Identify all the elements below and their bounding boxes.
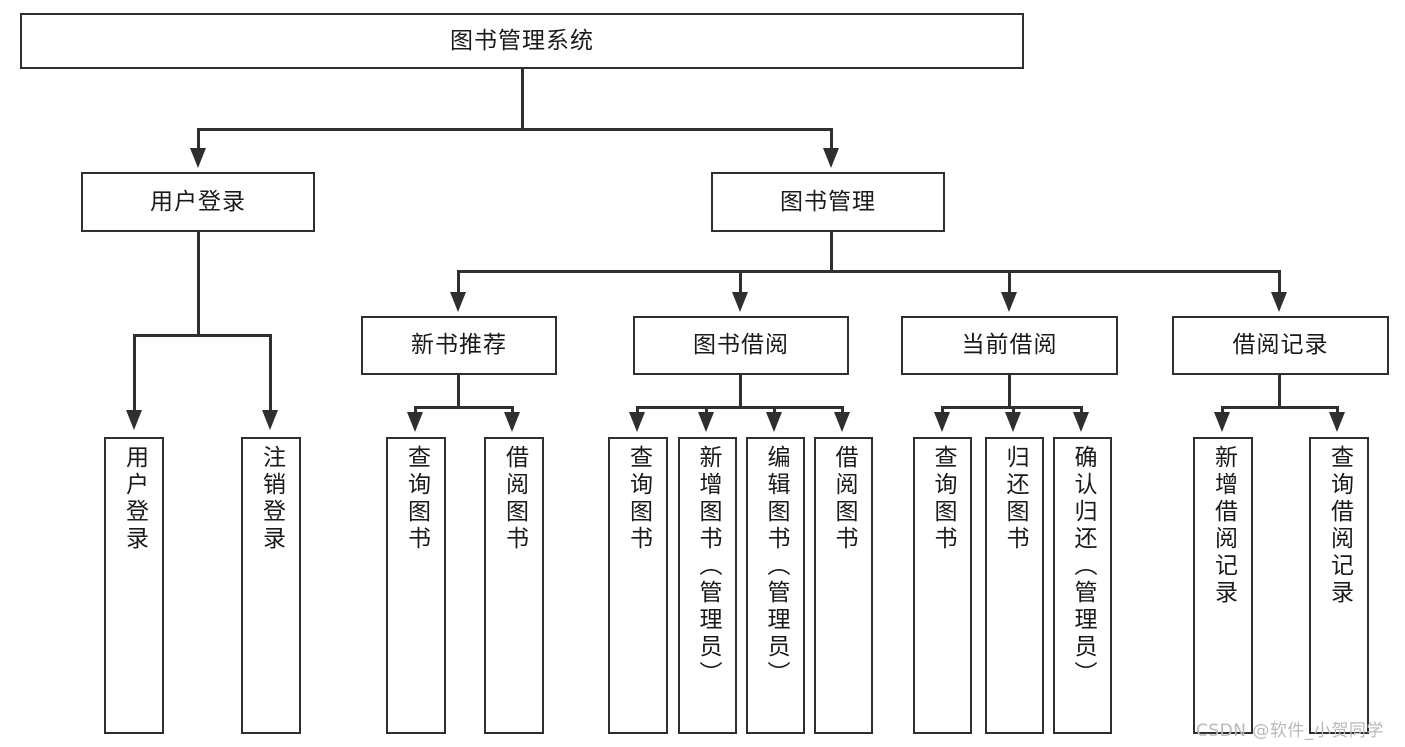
arrowhead-book-borrow: [732, 292, 748, 312]
leaf-borrow-book-recommend[interactable]: 借阅图书: [484, 437, 544, 734]
connector-user-login-stem: [197, 232, 200, 336]
arrowhead-leaf-add-borrow-record: [1214, 412, 1230, 432]
node-label: 图书借阅: [693, 332, 789, 359]
node-label: 当前借阅: [961, 332, 1058, 359]
arrowhead-leaf-add-book-admin: [698, 412, 714, 432]
leaf-borrow-book[interactable]: 借阅图书: [814, 437, 873, 734]
leaf-user-login[interactable]: 用户登录: [104, 437, 164, 734]
arrowhead-leaf-borrow-book-recommend: [504, 412, 520, 432]
arrowhead-leaf-borrow-book: [834, 412, 850, 432]
node-current-borrow[interactable]: 当前借阅: [901, 316, 1118, 375]
node-label: 归还图书: [1002, 445, 1028, 553]
arrowhead-leaf-confirm-return-admin: [1073, 412, 1089, 432]
connector-to-book-borrow: [739, 270, 742, 298]
connector-to-leaf-logout: [269, 334, 272, 417]
node-new-book-recommend[interactable]: 新书推荐: [361, 316, 557, 375]
leaf-query-book-current[interactable]: 查询图书: [913, 437, 972, 734]
node-root-system[interactable]: 图书管理系统: [20, 13, 1024, 69]
connector-root-stem: [521, 69, 524, 130]
leaf-add-borrow-record[interactable]: 新增借阅记录: [1193, 437, 1253, 734]
arrowhead-leaf-query-borrow-record: [1329, 412, 1345, 432]
node-label: 查询图书: [625, 445, 652, 553]
node-label: 新增借阅记录: [1210, 445, 1237, 607]
node-borrow-record[interactable]: 借阅记录: [1172, 316, 1389, 375]
connector-user-login-bus: [133, 334, 272, 337]
node-label: 图书管理: [780, 188, 876, 215]
connector-to-leaf-user-login: [133, 334, 136, 417]
connector-to-book-management: [830, 128, 833, 156]
connector-borrow-record-bus: [1221, 406, 1339, 409]
connector-level3-bus: [457, 270, 1281, 273]
node-label: 查询图书: [930, 445, 956, 553]
connector-book-management-stem: [830, 232, 833, 272]
node-label: 注销登录: [258, 445, 285, 553]
connector-new-book-recommend-stem: [457, 375, 460, 408]
node-label: 用户登录: [150, 188, 246, 215]
leaf-return-book[interactable]: 归还图书: [985, 437, 1044, 734]
connector-to-current-borrow: [1008, 270, 1011, 298]
node-label: 借阅图书: [501, 445, 528, 553]
connector-level2-bus: [197, 128, 833, 131]
arrowhead-leaf-query-book-current: [934, 412, 950, 432]
connector-to-borrow-record: [1278, 270, 1281, 298]
connector-book-borrow-bus: [636, 406, 844, 409]
arrowhead-leaf-return-book: [1005, 412, 1021, 432]
leaf-query-book-borrow[interactable]: 查询图书: [608, 437, 668, 734]
node-label: 新增图书（管理员）: [695, 445, 721, 688]
node-label: 确认归还（管理员）: [1070, 445, 1096, 688]
node-label: 查询图书: [403, 445, 430, 553]
arrowhead-leaf-edit-book-admin: [766, 412, 782, 432]
node-label: 查询借阅记录: [1326, 445, 1353, 607]
arrowhead-current-borrow: [1001, 292, 1017, 312]
node-book-management[interactable]: 图书管理: [711, 172, 945, 232]
connector-to-user-login: [197, 128, 200, 156]
arrowhead-borrow-record: [1271, 292, 1287, 312]
node-book-borrow[interactable]: 图书借阅: [633, 316, 849, 375]
connector-borrow-record-stem: [1278, 375, 1281, 408]
leaf-query-book-recommend[interactable]: 查询图书: [386, 437, 446, 734]
node-label: 图书管理系统: [450, 27, 594, 54]
arrowhead-user-login: [190, 148, 206, 168]
leaf-edit-book-admin[interactable]: 编辑图书（管理员）: [746, 437, 805, 734]
leaf-confirm-return-admin[interactable]: 确认归还（管理员）: [1053, 437, 1112, 734]
arrowhead-leaf-query-book-recommend: [407, 412, 423, 432]
node-label: 用户登录: [121, 445, 148, 553]
leaf-query-borrow-record[interactable]: 查询借阅记录: [1309, 437, 1369, 734]
leaf-add-book-admin[interactable]: 新增图书（管理员）: [678, 437, 737, 734]
leaf-logout-login[interactable]: 注销登录: [241, 437, 301, 734]
node-label: 借阅记录: [1232, 332, 1329, 359]
node-user-login[interactable]: 用户登录: [81, 172, 315, 232]
connector-book-borrow-stem: [739, 375, 742, 408]
node-label: 借阅图书: [831, 445, 857, 553]
arrowhead-book-management: [823, 148, 839, 168]
node-label: 编辑图书（管理员）: [763, 445, 789, 688]
arrowhead-leaf-query-book-borrow: [629, 412, 645, 432]
connector-current-borrow-stem: [1008, 375, 1011, 408]
arrowhead-leaf-logout: [262, 410, 278, 430]
arrowhead-leaf-user-login: [126, 410, 142, 430]
connector-new-book-recommend-bus: [414, 406, 514, 409]
node-label: 新书推荐: [411, 332, 507, 359]
connector-to-new-book-recommend: [457, 270, 460, 298]
arrowhead-new-book-recommend: [450, 292, 466, 312]
